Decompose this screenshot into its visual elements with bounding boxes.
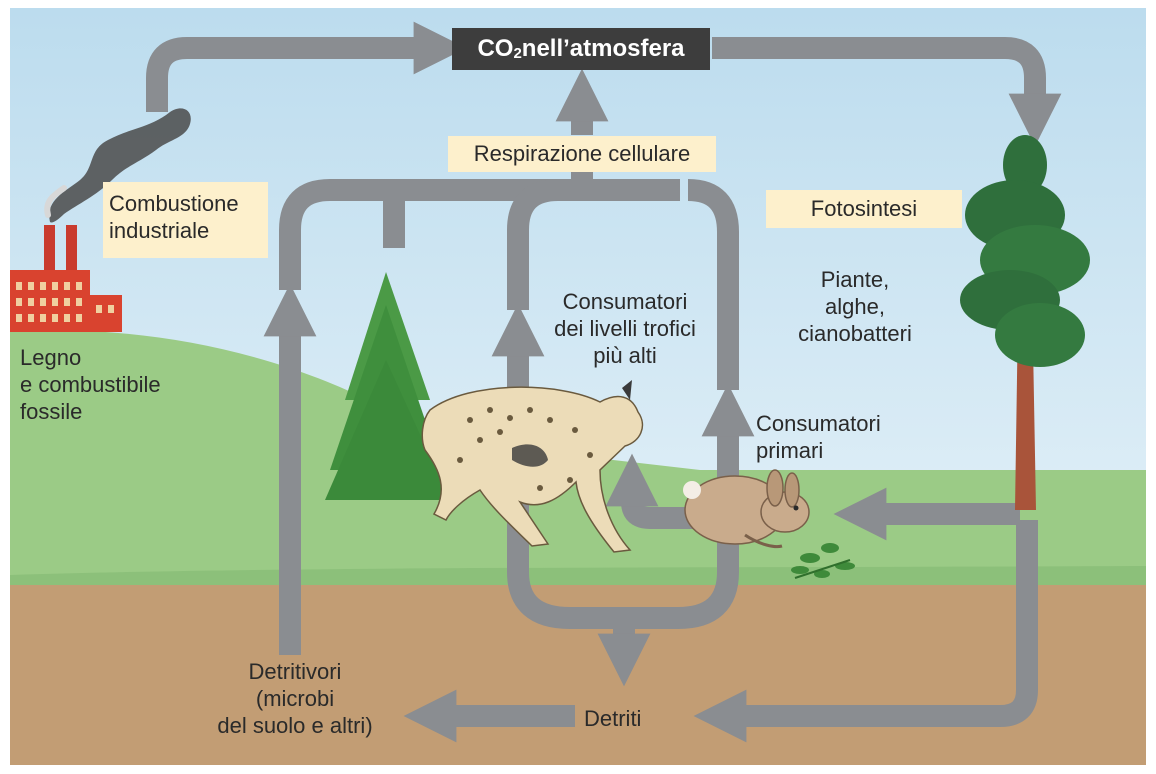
- fuel-label: Legno e combustibile fossile: [20, 344, 220, 425]
- combustion-label: Combustione industriale: [103, 182, 268, 258]
- high-consumers-label: Consumatori dei livelli trofici più alti: [530, 288, 720, 369]
- high-consumers-line-1: Consumatori: [562, 289, 688, 314]
- respiration-label: Respirazione cellulare: [448, 136, 716, 172]
- producers-line-1: Piante,: [820, 267, 890, 292]
- decomposers-label: Detritivori (microbi del suolo e altri): [190, 658, 400, 739]
- spruce-tree-icon: [325, 272, 450, 500]
- primary-consumers-line-2: primari: [756, 438, 824, 463]
- co2-title-subscript: 2: [513, 44, 522, 62]
- smoke-icon: [49, 108, 191, 223]
- producers-label: Piante, alghe, cianobatteri: [770, 266, 940, 347]
- decomposers-line-3: del suolo e altri): [217, 713, 373, 738]
- high-consumers-line-2: dei livelli trofici: [554, 316, 696, 341]
- producers-line-2: alghe,: [825, 294, 885, 319]
- flow-arrows: [146, 21, 1062, 743]
- factory-icon: [10, 225, 122, 332]
- plant-sprout-icon: [791, 543, 855, 579]
- primary-consumers-label: Consumatori primari: [756, 410, 926, 464]
- co2-title-prefix: CO: [477, 35, 514, 62]
- respiration-middle-branch: [507, 179, 559, 310]
- arrow-co2-to-photosynthesis: [712, 37, 1062, 147]
- arrow-tree-to-detritus: [693, 520, 1038, 743]
- rabbit-icon: [683, 469, 810, 549]
- producers-line-3: cianobatteri: [798, 321, 912, 346]
- arrow-combustion-to-co2: [146, 21, 467, 112]
- respiration-left-branch: [279, 179, 331, 290]
- detritus-collector: [507, 540, 739, 629]
- primary-consumers-line-1: Consumatori: [756, 411, 881, 436]
- arrow-rabbit-to-lynx: [605, 453, 728, 529]
- respiration-right-branch: [687, 179, 739, 390]
- combustion-line-2: industriale: [109, 218, 210, 243]
- fuel-line-2: e combustibile: [20, 372, 161, 397]
- lynx-icon: [421, 380, 644, 553]
- high-consumers-line-3: più alti: [593, 343, 657, 368]
- co2-title-suffix: nell’atmosfera: [521, 35, 685, 62]
- detritus-label: Detriti: [584, 706, 642, 731]
- combustion-line-1: Combustione: [109, 191, 239, 216]
- pine-tree-icon: [960, 135, 1090, 510]
- photosynthesis-label: Fotosintesi: [766, 190, 962, 228]
- fuel-line-1: Legno: [20, 345, 82, 370]
- decomposers-line-1: Detritivori: [248, 659, 342, 684]
- decomposers-line-2: (microbi: [255, 686, 335, 711]
- fuel-line-3: fossile: [20, 399, 83, 424]
